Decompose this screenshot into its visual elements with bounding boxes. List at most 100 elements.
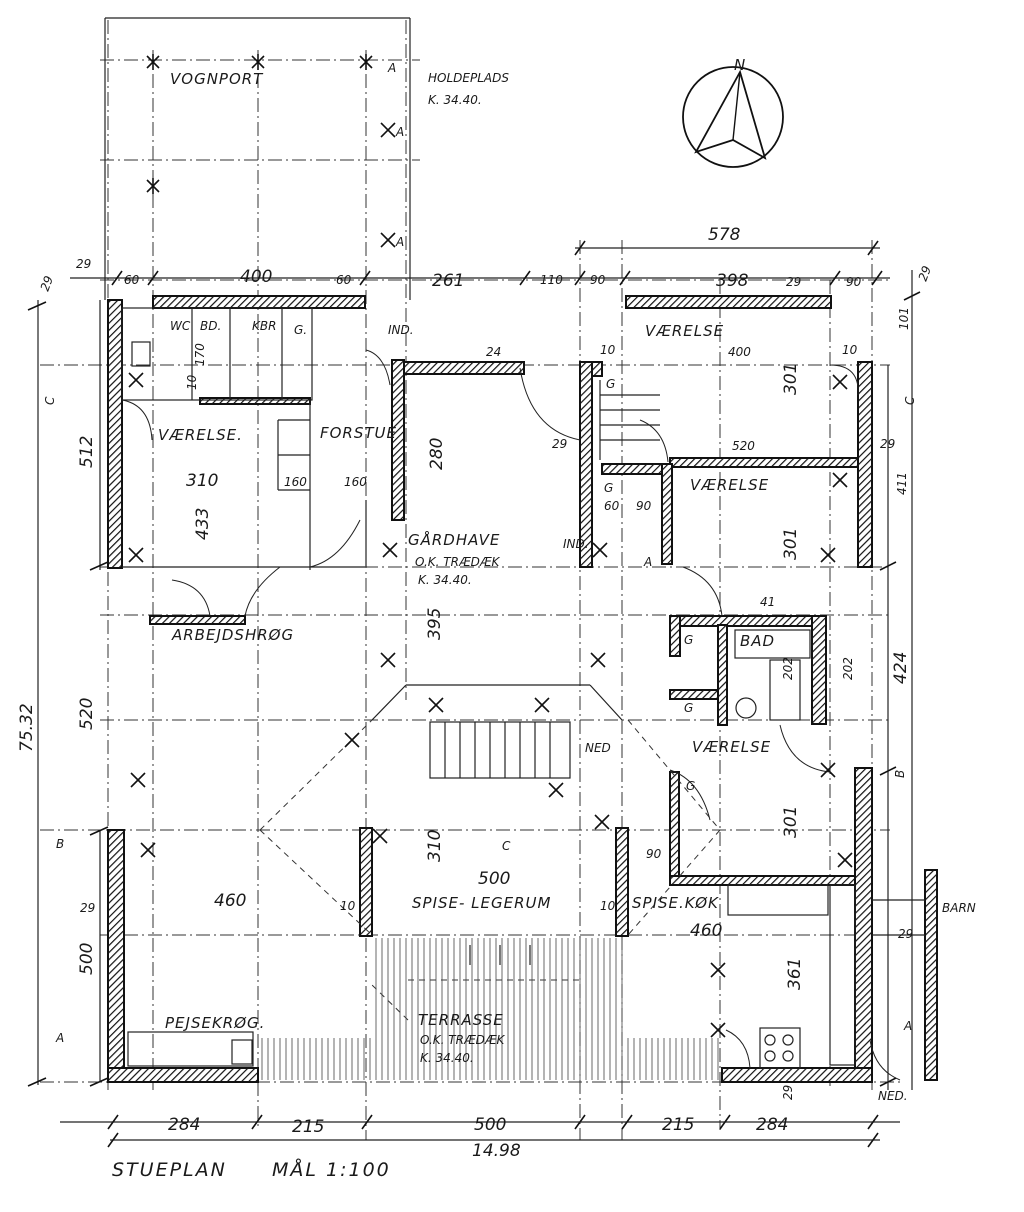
- label-g3: G: [604, 481, 613, 495]
- dim-170: 170: [193, 343, 207, 366]
- dim-520-w: 520: [77, 698, 97, 730]
- room-vognport: VOGNPORT: [170, 70, 264, 88]
- north-label: N: [734, 56, 746, 74]
- label-g6: G: [686, 779, 695, 793]
- room-pejsekrog: PEJSEKRØG.: [165, 1014, 265, 1032]
- gardhave-deck: O.K. TRÆDÆK: [415, 555, 501, 569]
- dim-29-r: 29: [880, 437, 895, 451]
- dim-60-b: 60: [336, 273, 352, 287]
- dim-280: 280: [427, 438, 447, 470]
- axis-b-right: B: [893, 770, 907, 778]
- dim-29-tr2: 29: [916, 264, 934, 283]
- dim-301-b: 301: [781, 528, 801, 560]
- room-bd: BD.: [200, 319, 221, 333]
- label-ind-top: IND.: [388, 323, 414, 337]
- dim-361: 361: [785, 958, 805, 990]
- dim-398: 398: [716, 271, 749, 291]
- dim-301-a: 301: [781, 363, 801, 395]
- dim-29-mid: 29: [552, 437, 567, 451]
- dim-29-w: 29: [80, 901, 95, 915]
- dim-41: 41: [760, 595, 775, 609]
- dim-1498: 14.98: [472, 1141, 521, 1161]
- plan-title: STUEPLAN: [112, 1159, 227, 1181]
- dim-500-mid: 500: [478, 869, 510, 889]
- dim-520-ne: 520: [732, 439, 755, 453]
- room-forstue: FORSTUE: [320, 424, 397, 442]
- room-terrasse: TERRASSE: [418, 1011, 504, 1029]
- dim-512: 512: [77, 436, 97, 468]
- dim-110: 110: [540, 273, 563, 287]
- plan-scale: MÅL 1:100: [272, 1158, 391, 1181]
- dim-29-tl: 29: [76, 257, 91, 271]
- dim-29-tr: 29: [786, 275, 801, 289]
- dim-301-c: 301: [781, 806, 801, 838]
- dim-215-r: 215: [662, 1115, 694, 1135]
- label-g5: G: [684, 701, 693, 715]
- dim-10-e: 10: [600, 899, 616, 913]
- dim-400-top: 400: [240, 267, 272, 287]
- dim-7532: 75.32: [17, 703, 37, 752]
- axis-a-left: A: [55, 1031, 64, 1045]
- terrasse-level: K. 34.40.: [420, 1051, 474, 1065]
- room-vaerelse-nw: VÆRELSE.: [158, 426, 243, 444]
- room-kbr: KBR: [252, 319, 276, 333]
- axis-c-left: C: [43, 396, 57, 405]
- dim-261: 261: [432, 271, 464, 291]
- dim-160-b: 160: [344, 475, 367, 489]
- dim-578: 578: [708, 225, 741, 245]
- dim-101: 101: [897, 307, 911, 330]
- door-swings: [121, 349, 901, 1081]
- dim-202-b: 202: [841, 657, 855, 680]
- dim-90-a: 90: [590, 273, 606, 287]
- dim-60-a: 60: [124, 273, 140, 287]
- axis-a-mid: A: [643, 555, 652, 569]
- north-arrow: [682, 66, 784, 168]
- room-arbejdshrog: ARBEJDSHRØG: [171, 626, 294, 644]
- room-bad: BAD: [740, 632, 775, 650]
- axis-c-mid: C: [502, 839, 511, 853]
- label-ned-bottom: NED.: [878, 1089, 908, 1103]
- room-gardhave: GÅRDHAVE: [408, 530, 500, 549]
- room-vaerelse-e: VÆRELSE: [690, 476, 769, 494]
- dim-310: 310: [186, 471, 218, 491]
- dim-433: 433: [193, 508, 213, 540]
- dim-284-r: 284: [756, 1115, 788, 1135]
- x-marks: [128, 54, 853, 1038]
- dim-424: 424: [891, 652, 911, 684]
- dim-500-w: 500: [77, 943, 97, 975]
- room-spisekok: SPISE.KØK: [632, 894, 719, 912]
- dim-500-b: 500: [474, 1115, 506, 1135]
- interior-lines: [121, 307, 925, 1069]
- label-g2: G: [606, 377, 615, 391]
- dim-310-b: 310: [425, 830, 445, 862]
- label-g1: G.: [294, 323, 307, 337]
- carport-frame: [104, 17, 411, 300]
- dim-215-l: 215: [292, 1117, 324, 1137]
- dim-460-w: 460: [214, 891, 246, 911]
- level-holdeplads: K. 34.40.: [428, 93, 482, 107]
- room-vaerelse-se: VÆRELSE: [692, 738, 771, 756]
- dim-90-d: 90: [646, 847, 662, 861]
- room-vaerelse-ne: VÆRELSE: [645, 322, 724, 340]
- label-ned-mid: NED: [585, 741, 611, 755]
- dim-90-b: 90: [846, 275, 862, 289]
- room-spise-legerum: SPISE- LEGERUM: [412, 894, 551, 912]
- dim-10-d: 10: [340, 899, 356, 913]
- axis-a-top3: A: [387, 61, 396, 75]
- dim-284-l: 284: [168, 1115, 200, 1135]
- dimension-lines: [27, 240, 921, 1148]
- label-ind-mid: IND.: [563, 537, 589, 551]
- dim-29-b: 29: [781, 1085, 795, 1100]
- terrace-deck-hatch: [261, 938, 719, 1080]
- dim-90-c: 90: [636, 499, 652, 513]
- dim-10-c: 10: [842, 343, 858, 357]
- dim-29-e: 29: [898, 927, 913, 941]
- dim-29-tl2: 29: [38, 274, 56, 293]
- label-g4: G: [684, 633, 693, 647]
- dim-60-c: 60: [604, 499, 620, 513]
- axis-c-right: C: [903, 396, 917, 405]
- dim-395: 395: [425, 608, 445, 640]
- axis-a-top1: A: [395, 125, 404, 139]
- room-barn: BARN: [942, 901, 976, 915]
